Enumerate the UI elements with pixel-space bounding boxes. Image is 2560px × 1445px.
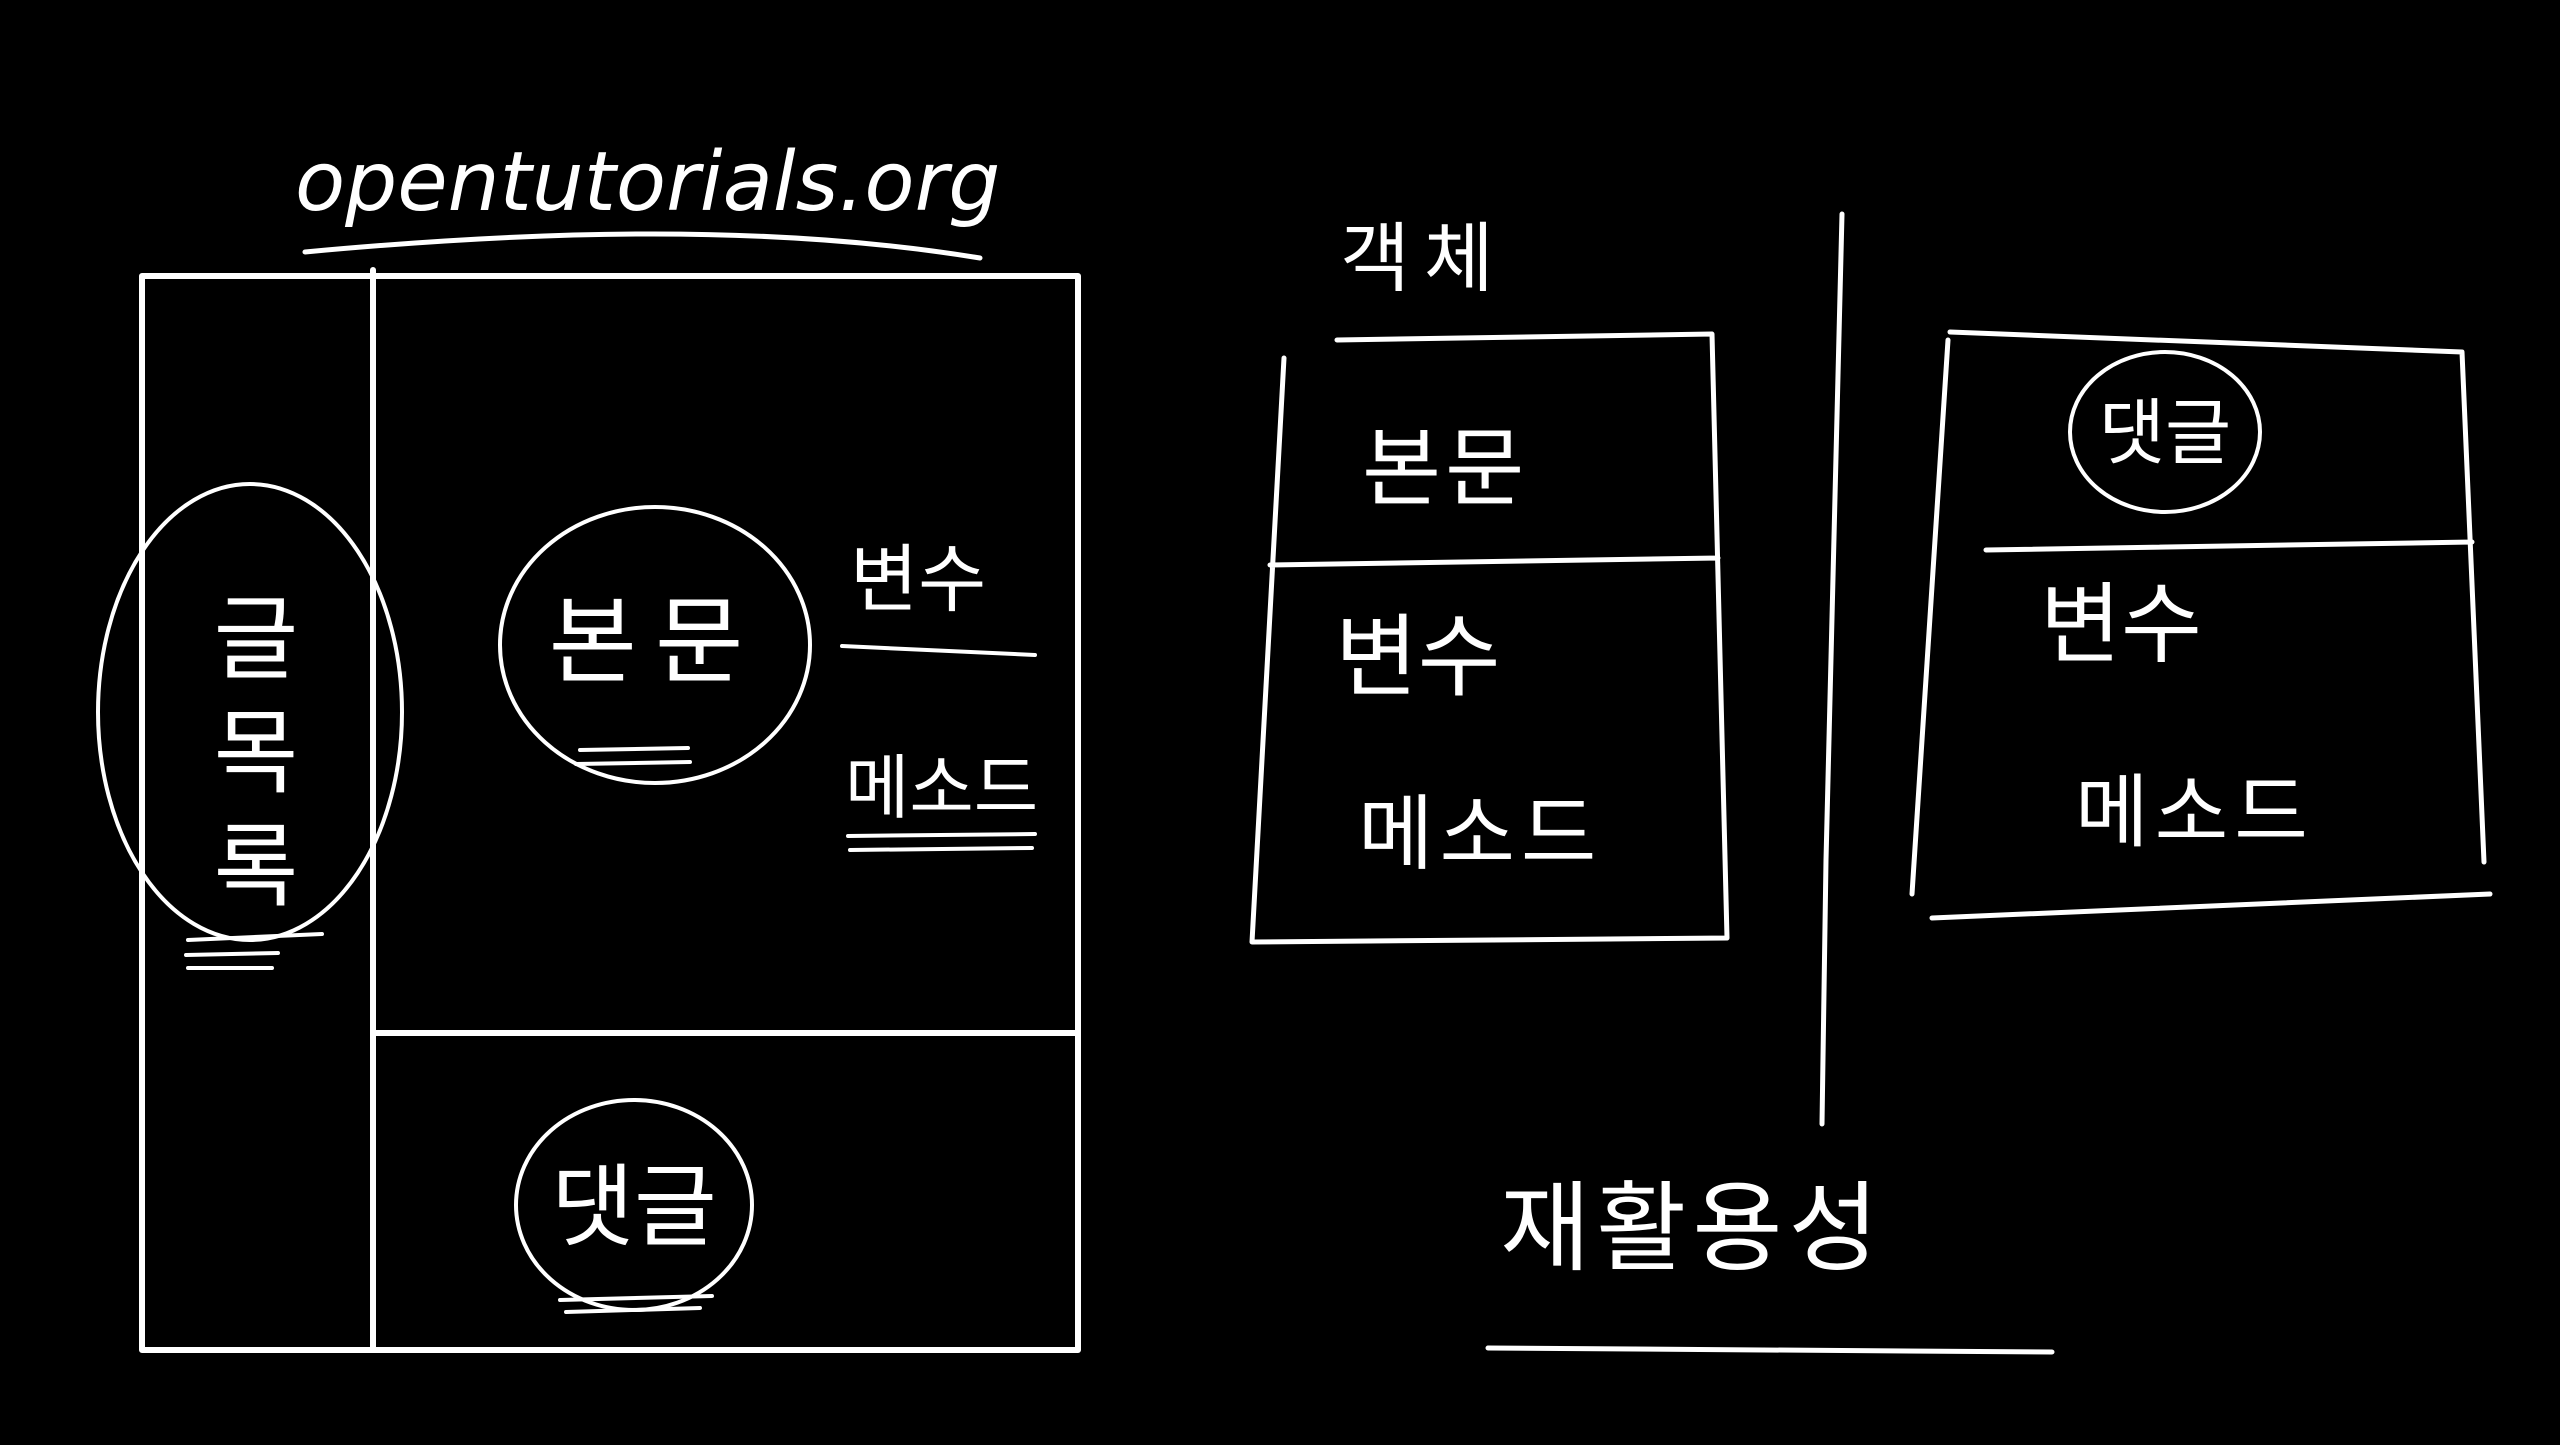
card-two-top-label: 댓글 bbox=[2099, 391, 2231, 475]
object-card-two bbox=[1909, 329, 2493, 921]
title-underline bbox=[302, 231, 983, 261]
sidebar-circle bbox=[96, 482, 404, 942]
object-heading: 객체 bbox=[1340, 214, 1508, 303]
card-one-top-label: 본문 bbox=[1362, 419, 1528, 519]
card-two-variable-label: 변수 bbox=[2040, 573, 2202, 676]
card-two-method-label: 메소드 bbox=[2075, 766, 2314, 859]
left-variable-label: 변수 bbox=[850, 537, 986, 623]
card-one-variable-label: 변수 bbox=[1335, 605, 1501, 710]
conclusion-label: 재활용성 bbox=[1500, 1172, 1885, 1286]
comment-label: 댓글 bbox=[551, 1155, 717, 1260]
main-underline bbox=[574, 746, 692, 766]
main-label: 본문 bbox=[549, 586, 762, 698]
sidebar-underline bbox=[184, 932, 324, 970]
left-method-label: 메소드 bbox=[845, 747, 1038, 829]
sidebar-label: 글목록 bbox=[195, 590, 302, 932]
object-card-one bbox=[1249, 331, 1730, 945]
variable-method-divider bbox=[840, 644, 1037, 657]
method-underline bbox=[846, 832, 1037, 852]
title-text: opentutorials.org bbox=[295, 135, 1000, 230]
section-divider bbox=[1819, 211, 1845, 1127]
conclusion-underline bbox=[1485, 1345, 2055, 1355]
page-frame bbox=[139, 273, 1081, 1353]
comment-underline bbox=[558, 1294, 714, 1314]
card-one-method-label: 메소드 bbox=[1358, 787, 1602, 882]
card-two-comment-circle bbox=[2068, 350, 2262, 514]
main-circle bbox=[498, 505, 812, 785]
